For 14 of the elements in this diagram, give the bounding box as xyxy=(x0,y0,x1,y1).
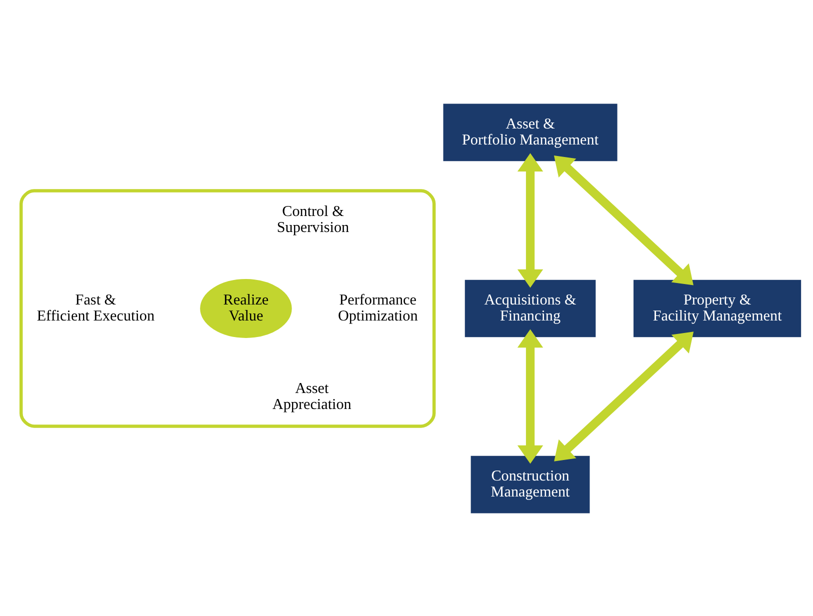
node-box: Asset & Portfolio Management xyxy=(443,103,618,161)
node-ellipse: Realize Value xyxy=(200,278,292,338)
label: Fast & Efficient Execution xyxy=(36,292,155,324)
arrow xyxy=(554,155,694,285)
node-box: Construction Management xyxy=(470,455,590,513)
node-box: Property & Facility Management xyxy=(634,279,802,337)
node-box: Acquisitions & Financing xyxy=(464,279,596,337)
arrow xyxy=(517,152,544,288)
label: Performance Optimization xyxy=(338,292,418,324)
arrow xyxy=(517,328,544,464)
label: Control & Supervision xyxy=(276,203,350,236)
label: Asset Appreciation xyxy=(272,380,352,413)
cluster xyxy=(19,188,436,428)
arrow xyxy=(554,331,694,461)
